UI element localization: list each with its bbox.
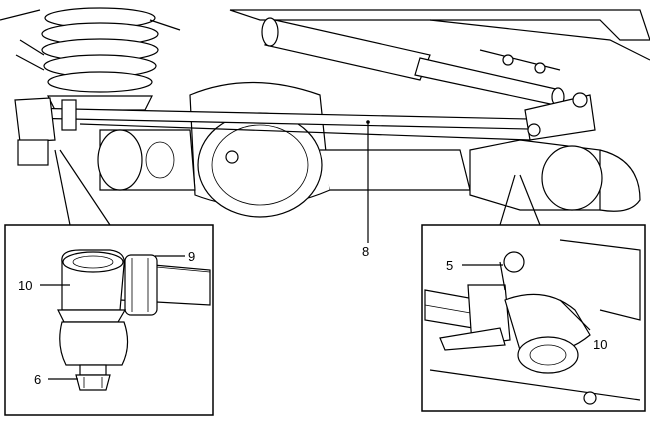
tie-rod bbox=[14, 92, 596, 166]
coil-spring bbox=[15, 7, 181, 111]
callout-5: 5 bbox=[446, 258, 453, 273]
callout-10-left: 10 bbox=[18, 278, 32, 293]
callout-10-right: 10 bbox=[593, 337, 607, 352]
tie-rod-leader bbox=[366, 120, 370, 243]
callout-9: 9 bbox=[188, 249, 195, 264]
right-inset bbox=[421, 224, 646, 412]
callout-8: 8 bbox=[362, 244, 369, 259]
zoom-lines bbox=[54, 149, 541, 226]
chassis-frame bbox=[0, 9, 650, 61]
steering-damper bbox=[261, 17, 565, 107]
left-inset bbox=[4, 224, 214, 416]
callout-6: 6 bbox=[34, 372, 41, 387]
